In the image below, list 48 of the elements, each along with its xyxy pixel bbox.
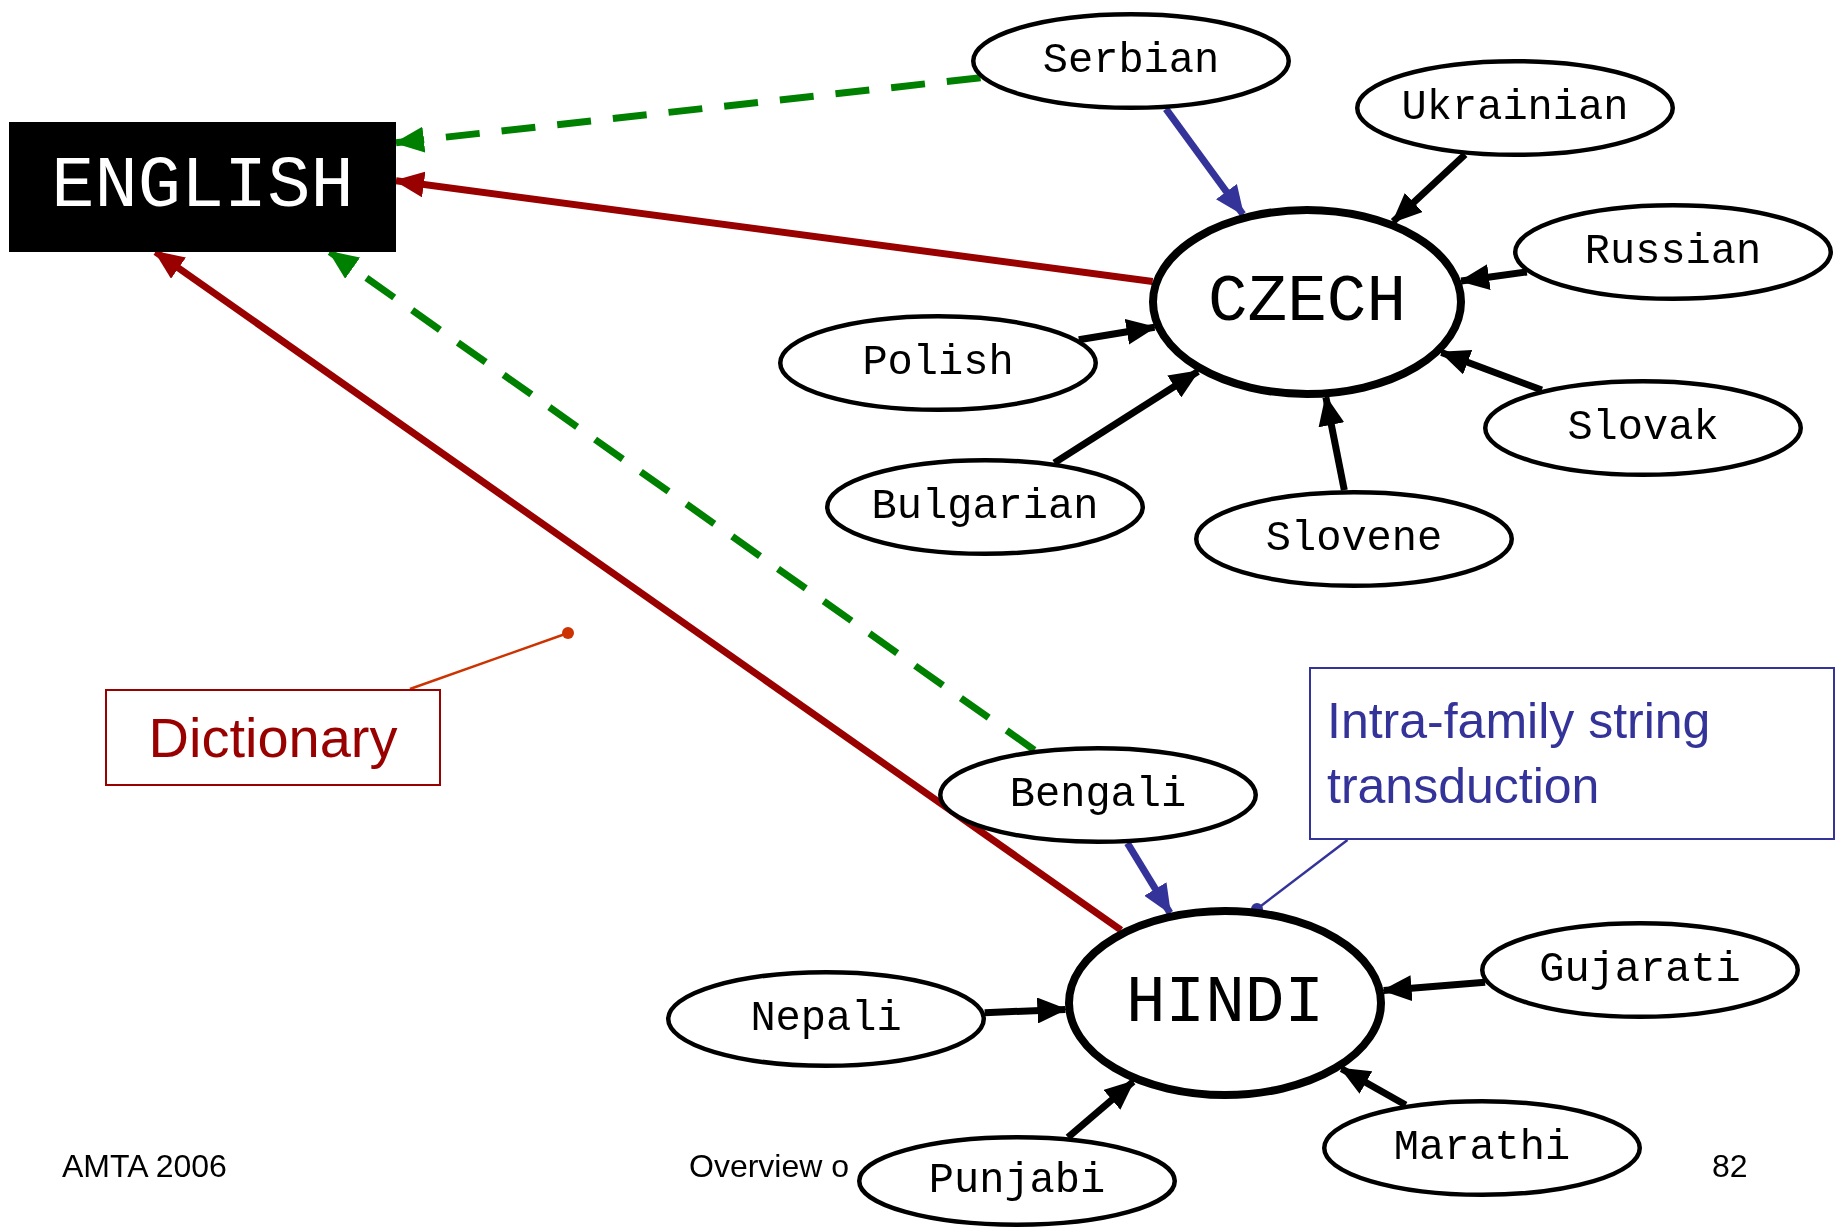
language-ellipse <box>1483 379 1803 477</box>
language-name: CZECH <box>1207 264 1406 340</box>
language-name: Bulgarian <box>871 483 1099 531</box>
footer-text: AMTA 2006 <box>62 1148 227 1185</box>
language-name: Slovene <box>1265 515 1443 563</box>
callout-box <box>105 689 441 786</box>
language-ellipse <box>857 1135 1177 1227</box>
callout-text: Intra-family string transduction <box>1327 691 1712 816</box>
language-ellipse <box>1513 203 1833 301</box>
language-name: Bengali <box>1009 771 1187 819</box>
language-ellipse <box>1480 921 1800 1019</box>
arrow <box>984 997 1068 1024</box>
language-name: Nepali <box>750 995 902 1043</box>
language-ellipse <box>825 458 1145 556</box>
language-name: Marathi <box>1393 1124 1571 1172</box>
callout-box <box>1309 667 1835 840</box>
language-name: Serbian <box>1042 37 1220 85</box>
arrow <box>1381 975 1486 1002</box>
language-name: Gujarati <box>1539 946 1741 994</box>
language-box <box>9 122 396 252</box>
footer-text: 82 <box>1712 1148 1748 1185</box>
language-name: Slovak <box>1567 404 1719 452</box>
language-name: Russian <box>1584 228 1762 276</box>
language-ellipse <box>971 12 1291 110</box>
language-ellipse <box>778 314 1098 412</box>
language-ellipse <box>1149 206 1465 398</box>
language-ellipse <box>1355 59 1675 157</box>
callout-text: Dictionary <box>148 705 398 770</box>
language-ellipse <box>666 970 986 1068</box>
language-ellipse <box>1194 490 1514 588</box>
leader-line <box>409 627 574 691</box>
arrow <box>1339 1065 1408 1108</box>
arrow <box>1318 395 1348 491</box>
arrow <box>1439 349 1544 394</box>
language-name: ENGLISH <box>51 146 354 228</box>
language-name: Polish <box>862 339 1014 387</box>
arrow <box>1052 368 1200 466</box>
language-name: HINDI <box>1125 965 1324 1041</box>
language-name: Punjabi <box>928 1157 1106 1205</box>
language-ellipse <box>1065 907 1385 1099</box>
language-ellipse <box>938 746 1258 844</box>
language-ellipse <box>1322 1099 1642 1197</box>
arrow <box>1459 264 1528 291</box>
footer-text: Overview o <box>689 1148 850 1185</box>
language-name: Ukrainian <box>1401 84 1629 132</box>
arrow <box>1124 841 1173 915</box>
arrow <box>1078 318 1157 345</box>
arrow <box>1390 152 1468 225</box>
